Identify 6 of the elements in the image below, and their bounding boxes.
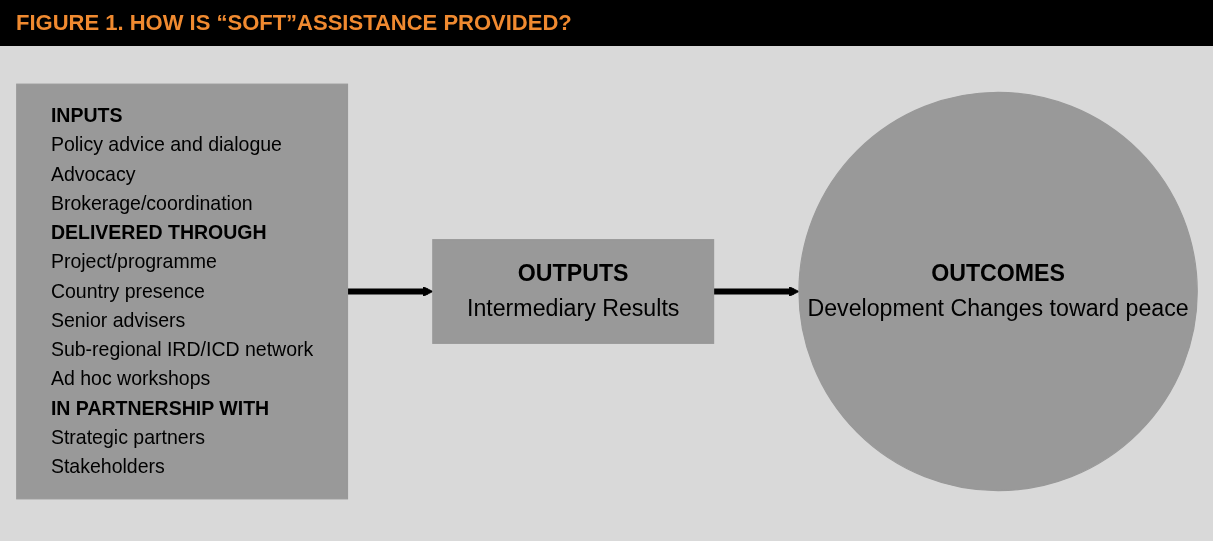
output-box: OUTPUTS Intermediary Results (431, 239, 714, 344)
arrow (713, 286, 799, 297)
inputs-panel: INPUTS Policy advice and dialogue Advocacy Brokerage/coordination DELIVERED THROUGH Project/programme Country presence Senior advisers Sub-regional IRD/ICD network Ad hoc workshops IN PARTNERSHIP WITH Strategic partners Stakeholders (15, 83, 348, 500)
figure-title: FIGURE 1. HOW IS “SOFT”ASSISTANCE PROVIDED? (0, 0, 1213, 46)
arrow (346, 286, 433, 297)
outcome-ellipse: OUTCOMES Development Changes toward peace (797, 91, 1198, 492)
